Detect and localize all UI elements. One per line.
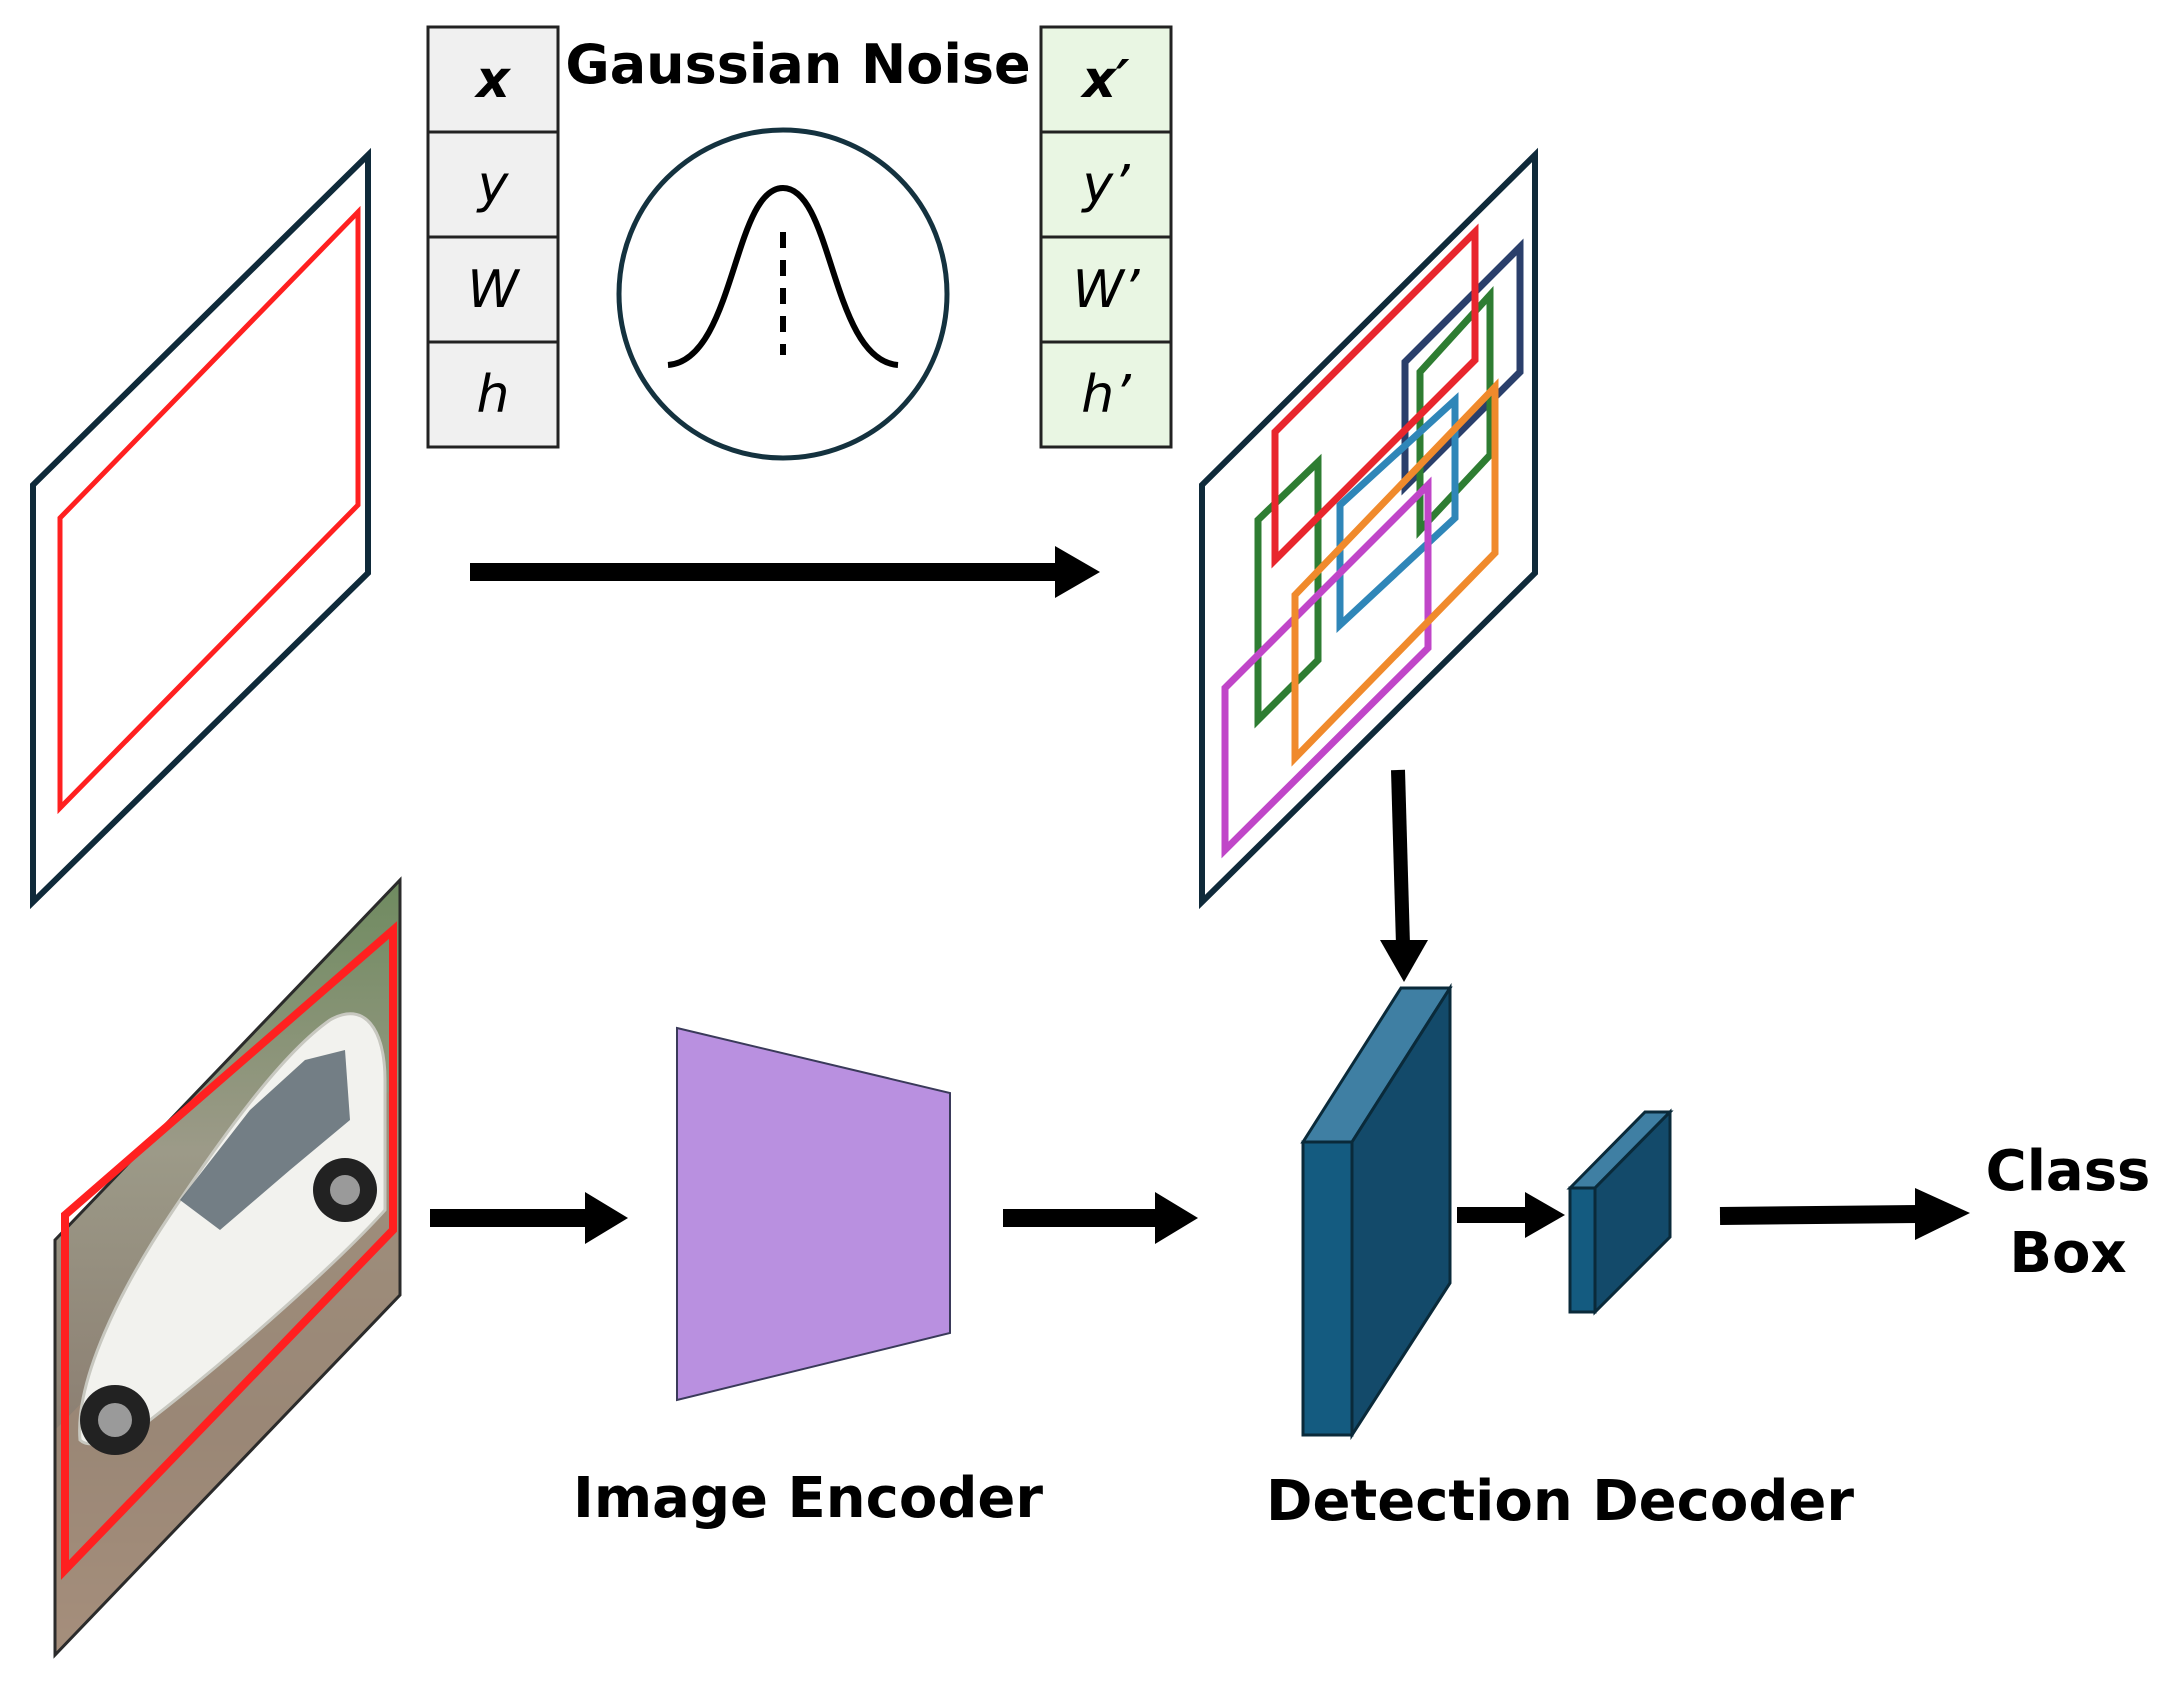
detection-decoder-label: Detection Decoder [1266, 1469, 1854, 1534]
param-h: h [477, 365, 510, 425]
input-image [53, 876, 402, 1659]
noisy-box-magenta [1221, 476, 1432, 859]
output-arrow [1719, 1188, 1970, 1240]
noisy-param-x: x′ [1079, 50, 1130, 110]
image-to-encoder-arrow [430, 1192, 628, 1244]
output-class-label: Class [1986, 1139, 2151, 1204]
noisy-box-red [1271, 223, 1479, 569]
noisy-param-w: W’ [1072, 260, 1140, 320]
param-x: x [473, 50, 511, 110]
param-w: W [467, 260, 521, 320]
noise-arrow [470, 546, 1100, 598]
ground-truth-box [57, 205, 361, 815]
query-arrow [1380, 769, 1428, 982]
noisy-boxes-frame [1199, 147, 1538, 910]
image-encoder-label: Image Encoder [573, 1466, 1043, 1531]
param-y: y [476, 155, 510, 215]
gaussian-noise-label: Gaussian Noise [565, 33, 1030, 96]
noisy-box-params: x′ y’ W’ h’ [1039, 25, 1173, 449]
encoder-to-decoder-arrow [1003, 1192, 1198, 1244]
noisy-param-y: y’ [1080, 155, 1130, 215]
noisy-param-h: h’ [1081, 365, 1131, 425]
image-ground-truth-box [61, 921, 397, 1580]
noisy-box-green-b [1416, 285, 1494, 539]
ground-truth-frame [30, 147, 371, 910]
output-box-label: Box [2009, 1221, 2126, 1286]
gaussian-curve-icon [616, 127, 950, 461]
image-encoder-block [676, 1026, 951, 1402]
noisy-box-blue [1336, 392, 1459, 634]
decoder-internal-arrow [1457, 1192, 1565, 1238]
detection-decoder-block [1300, 982, 1674, 1441]
car-icon [78, 1012, 387, 1455]
input-box-params: x y W h [426, 25, 560, 449]
noisy-box-orange [1291, 378, 1499, 767]
